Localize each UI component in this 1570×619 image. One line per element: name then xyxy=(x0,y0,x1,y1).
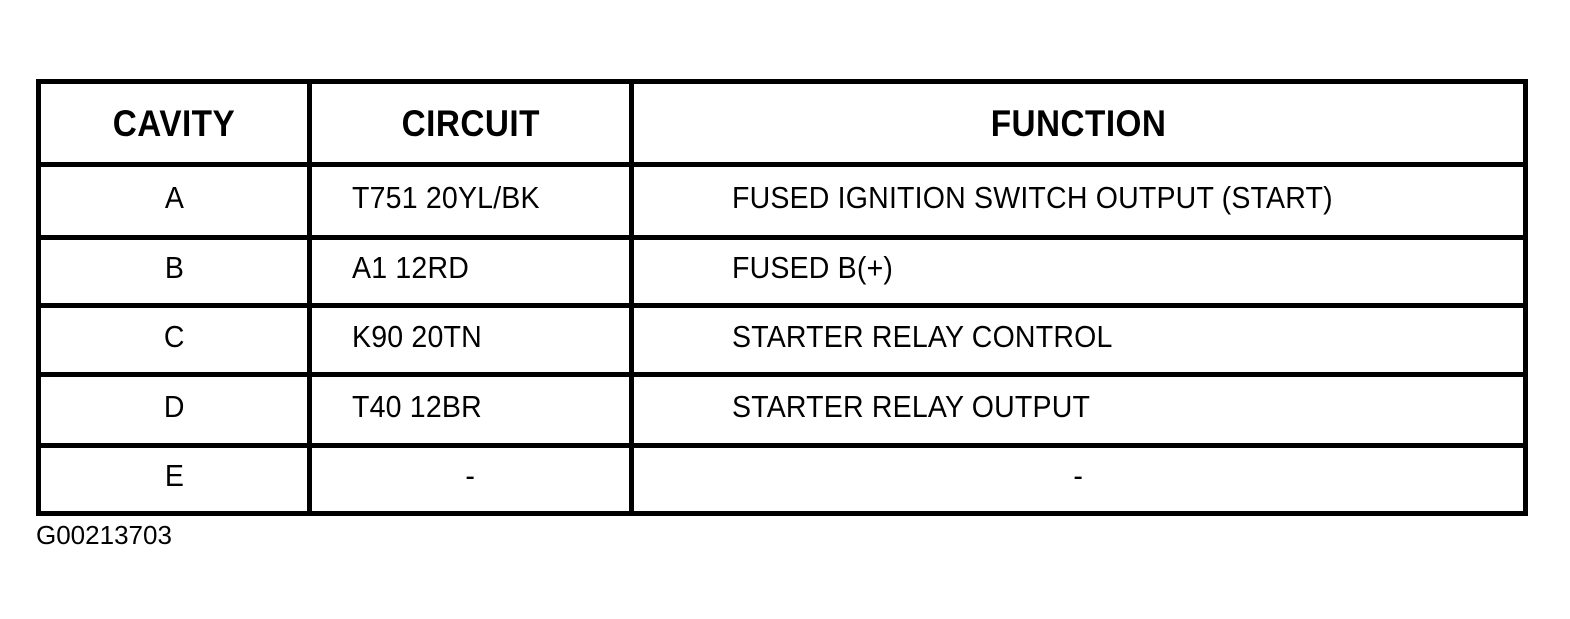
function-value: FUSED B(+) xyxy=(732,250,894,285)
cavity-value: B xyxy=(164,250,184,285)
table-row: B A1 12RD FUSED B(+) xyxy=(41,240,1523,303)
column-header-function: FUNCTION xyxy=(634,84,1523,162)
cell-circuit: T40 12BR xyxy=(312,377,629,443)
table-row: D T40 12BR STARTER RELAY OUTPUT xyxy=(41,377,1523,443)
column-divider-cavity-circuit xyxy=(307,84,312,511)
figure-caption: G00213703 xyxy=(36,520,172,550)
row-divider-c-d xyxy=(41,372,1523,377)
row-divider-d-e xyxy=(41,443,1523,448)
column-header-circuit: CIRCUIT xyxy=(312,84,629,162)
row-divider-a-b xyxy=(41,235,1523,240)
cell-cavity: A xyxy=(41,167,307,235)
cell-function: STARTER RELAY OUTPUT xyxy=(634,377,1523,443)
circuit-value: K90 20TN xyxy=(352,318,482,354)
column-header-function-label: FUNCTION xyxy=(990,102,1167,144)
cavity-value: C xyxy=(163,318,185,354)
column-divider-circuit-function xyxy=(629,84,634,511)
table-row: A T751 20YL/BK FUSED IGNITION SWITCH OUT… xyxy=(41,167,1523,235)
circuit-value: - xyxy=(465,458,476,493)
connector-pinout-table: CAVITY CIRCUIT FUNCTION A T751 20YL/BK F… xyxy=(36,79,1528,516)
cell-circuit: - xyxy=(312,448,629,511)
cell-function: - xyxy=(634,448,1523,511)
column-header-cavity: CAVITY xyxy=(41,84,307,162)
table-grid: CAVITY CIRCUIT FUNCTION A T751 20YL/BK F… xyxy=(41,84,1523,511)
row-divider-header xyxy=(41,162,1523,167)
cell-function: FUSED B(+) xyxy=(634,240,1523,303)
function-value: FUSED IGNITION SWITCH OUTPUT (START) xyxy=(732,179,1333,215)
cell-circuit: A1 12RD xyxy=(312,240,629,303)
cell-function: STARTER RELAY CONTROL xyxy=(634,308,1523,372)
circuit-value: T751 20YL/BK xyxy=(352,179,540,215)
column-header-circuit-label: CIRCUIT xyxy=(401,102,540,144)
cavity-value: D xyxy=(163,388,185,424)
circuit-value: T40 12BR xyxy=(352,388,482,424)
row-divider-b-c xyxy=(41,303,1523,308)
function-value: STARTER RELAY OUTPUT xyxy=(732,388,1091,424)
cavity-value: E xyxy=(164,458,184,493)
cell-cavity: E xyxy=(41,448,307,511)
circuit-value: A1 12RD xyxy=(352,250,470,285)
function-value: STARTER RELAY CONTROL xyxy=(732,318,1113,354)
column-header-cavity-label: CAVITY xyxy=(112,102,236,144)
function-value: - xyxy=(1073,458,1084,493)
cell-cavity: C xyxy=(41,308,307,372)
cell-cavity: B xyxy=(41,240,307,303)
table-header-row: CAVITY CIRCUIT FUNCTION xyxy=(41,84,1523,162)
cell-circuit: T751 20YL/BK xyxy=(312,167,629,235)
cell-function: FUSED IGNITION SWITCH OUTPUT (START) xyxy=(634,167,1523,235)
cavity-value: A xyxy=(164,179,184,215)
cell-circuit: K90 20TN xyxy=(312,308,629,372)
table-row: E - - xyxy=(41,448,1523,511)
cell-cavity: D xyxy=(41,377,307,443)
table-row: C K90 20TN STARTER RELAY CONTROL xyxy=(41,308,1523,372)
